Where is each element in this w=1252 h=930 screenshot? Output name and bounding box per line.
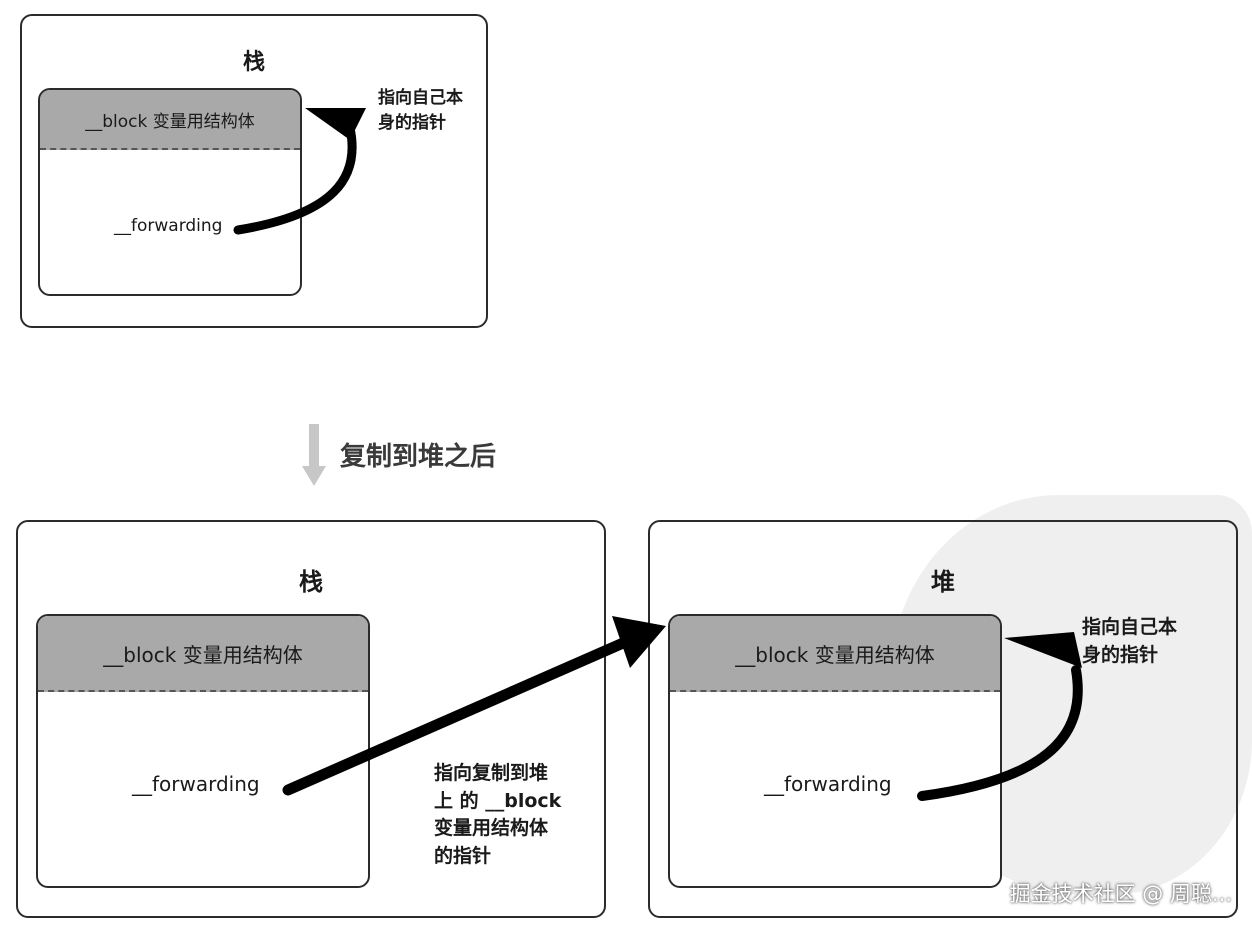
top-block-struct: __block 变量用结构体 __forwarding xyxy=(38,88,302,296)
top-forwarding-field: __forwarding xyxy=(114,216,223,236)
top-self-arrowhead xyxy=(305,108,366,140)
bottom-stack-block-struct: __block 变量用结构体 __forwarding xyxy=(36,614,370,888)
bottom-stack-forwarding-field: __forwarding xyxy=(132,772,260,796)
heap-copy-pointer-note: 指向复制到堆 上 的 __block 变量用结构体 的指针 xyxy=(434,760,561,870)
top-note-line-1: 指向自己本 xyxy=(378,88,463,108)
heap-note-line-1: 指向自己本 xyxy=(1082,616,1178,638)
heap-struct-header-label: __block 变量用结构体 xyxy=(735,642,935,667)
top-self-arrow xyxy=(233,115,357,235)
heap-self-arrowhead xyxy=(1004,632,1082,668)
heap-block-struct: __block 变量用结构体 __forwarding xyxy=(668,614,1002,888)
bottom-stack-title: 栈 xyxy=(299,568,323,596)
top-struct-header-label: __block 变量用结构体 xyxy=(85,111,255,132)
bottom-stack-struct-header-label: __block 变量用结构体 xyxy=(103,642,303,667)
stack-to-heap-arrow xyxy=(282,634,636,796)
middle-note-line-3: 变量用结构体 xyxy=(434,817,549,840)
middle-note-line-2: 上 的 __block xyxy=(434,789,562,812)
top-stack-title: 栈 xyxy=(242,50,265,75)
top-stack-frame: 栈 __block 变量用结构体 __forwarding xyxy=(20,14,488,328)
middle-note-line-4: 的指针 xyxy=(434,844,492,867)
heap-frame: 堆 __block 变量用结构体 __forwarding xyxy=(648,520,1238,918)
heap-title: 堆 xyxy=(931,568,955,596)
copy-to-heap-label: 复制到堆之后 xyxy=(340,442,497,472)
copy-down-arrow-icon xyxy=(302,424,326,486)
stack-to-heap-arrowhead xyxy=(612,616,666,668)
bottom-stack-frame: 栈 __block 变量用结构体 __forwarding xyxy=(16,520,606,918)
heap-self-arrow xyxy=(917,665,1083,801)
top-struct-header: __block 变量用结构体 xyxy=(40,90,300,150)
bottom-stack-struct-header: __block 变量用结构体 xyxy=(38,616,368,692)
heap-self-pointer-note: 指向自己本 身的指针 xyxy=(1082,614,1177,669)
heap-struct-header: __block 变量用结构体 xyxy=(670,616,1000,692)
heap-forwarding-field: __forwarding xyxy=(764,772,892,796)
middle-note-line-1: 指向复制到堆 xyxy=(434,762,549,784)
top-self-pointer-note: 指向自己本 身的指针 xyxy=(378,86,463,135)
top-note-line-2: 身的指针 xyxy=(378,112,446,133)
watermark-credit: 掘金技术社区 @ 周聪... xyxy=(1009,882,1232,906)
heap-note-line-2: 身的指针 xyxy=(1082,643,1159,666)
